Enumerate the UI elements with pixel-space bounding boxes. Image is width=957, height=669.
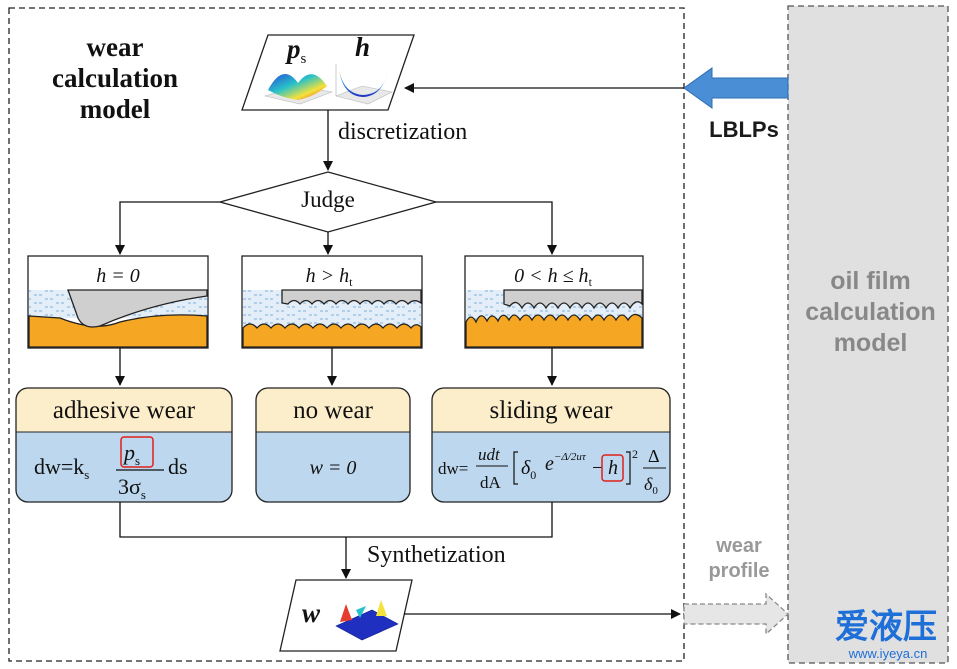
wear-profile-arrow (683, 592, 789, 636)
svg-text:h: h (608, 457, 618, 479)
svg-text:e−Δ/2uτ: e−Δ/2uτ (545, 451, 587, 475)
oil-film-model-frame (787, 5, 949, 664)
merge-line (119, 502, 553, 538)
condition-box-mixed (464, 255, 644, 349)
branch-right (436, 201, 557, 255)
svg-text:2: 2 (632, 447, 638, 461)
svg-text:δ0: δ0 (521, 457, 536, 482)
regime-box-no-wear (255, 387, 411, 503)
condition-label-mixed: 0 < h ≤ ht (514, 265, 592, 289)
judge-diamond (217, 171, 439, 233)
svg-text:Δ: Δ (648, 446, 660, 466)
lblps-arrow (683, 67, 789, 109)
no-wear-formula: w = 0 (310, 457, 357, 479)
branch-left (115, 201, 220, 255)
sliding-formula: dw= udt dA δ0 e−Δ/2uτ − h 2 Δ δ0 (438, 445, 666, 497)
condition-label-contact: h = 0 (96, 265, 140, 287)
svg-text:3σs: 3σs (118, 474, 146, 502)
input-var-h: h (355, 32, 370, 62)
output-parallelogram (279, 579, 413, 652)
wear-model-frame (8, 7, 685, 662)
input-parallelogram (241, 34, 415, 111)
ps-highlight-box (120, 436, 154, 468)
adhesive-formula: dw=ks ps 3σs ds (34, 436, 188, 502)
regime-box-sliding (431, 387, 671, 503)
svg-text:ps: ps (122, 440, 140, 468)
svg-text:δ0: δ0 (644, 474, 658, 497)
pressure-surface-plot (263, 74, 334, 105)
condition-box-contact (27, 255, 209, 349)
svg-text:dA: dA (480, 473, 502, 492)
h-highlight-box (601, 454, 624, 482)
input-var-ps: ps (285, 34, 307, 67)
condition-label-full-film: h > ht (306, 265, 354, 289)
film-thickness-surface-plot (335, 64, 393, 105)
condition-box-full-film (241, 255, 423, 349)
svg-text:−: − (592, 457, 603, 479)
svg-text:dw=: dw= (438, 459, 468, 478)
wear-surface-plot (335, 600, 399, 641)
output-var-w: w (302, 598, 321, 628)
svg-text:udt: udt (478, 445, 501, 464)
svg-text:dw=ks: dw=ks (34, 454, 89, 482)
svg-text:ds: ds (168, 454, 188, 479)
